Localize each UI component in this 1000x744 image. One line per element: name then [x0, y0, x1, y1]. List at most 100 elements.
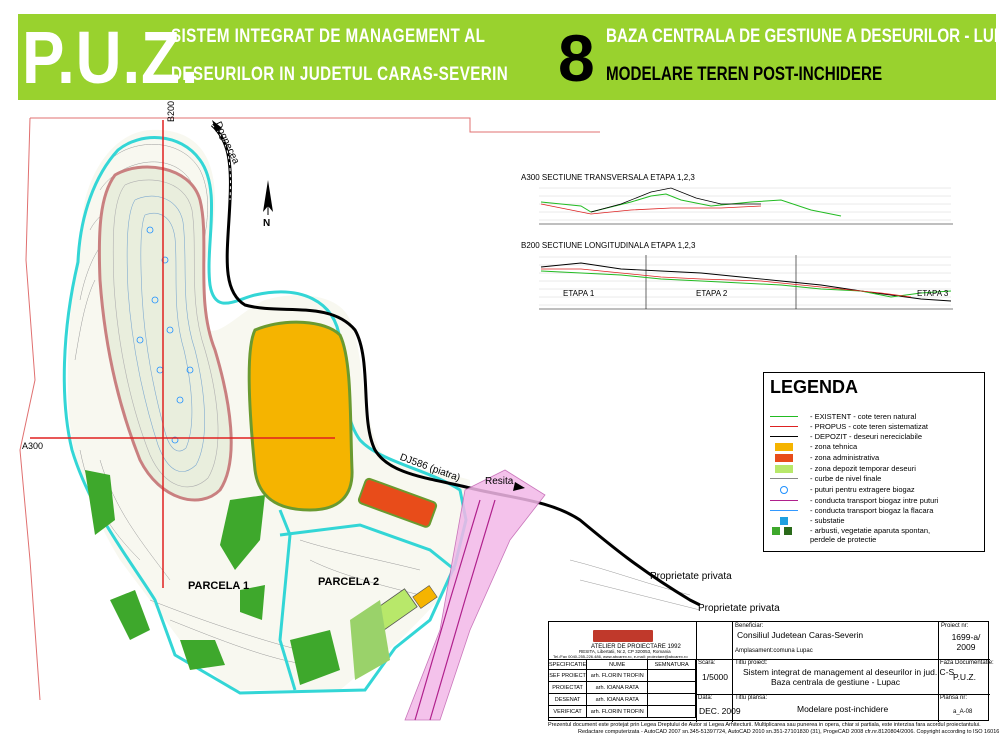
- legend-item-label: - DEPOZIT - deseuri nereciclabile: [810, 432, 922, 441]
- legend-item: perdele de protectie: [770, 534, 982, 546]
- role-cell: VERIFICAT: [547, 705, 588, 718]
- signature-cell: [647, 705, 696, 718]
- legend-item: - EXISTENT - cote teren natural: [770, 411, 982, 423]
- landfill-mound: [97, 165, 233, 502]
- signature-header-cell: NUME: [586, 659, 649, 670]
- puz-logo-text: P.U.Z.: [22, 16, 200, 99]
- banner-title-line4: MODELARE TEREN POST-INCHIDERE: [606, 64, 883, 85]
- titlu-plansa: Modelare post-inchidere: [797, 704, 889, 714]
- signature-header-cell: SEMNATURA: [647, 659, 696, 670]
- etapa-3-label: ETAPA 3: [917, 289, 949, 298]
- plansa-nr: a_A-08: [953, 709, 973, 715]
- label-resita: Resita: [485, 476, 514, 487]
- beneficiar-value: Consiliul Judetean Caras-Severin: [737, 630, 864, 640]
- legend-item-label: perdele de protectie: [810, 535, 877, 544]
- legend-item-label: - substatie: [810, 516, 845, 525]
- legend-line-icon: [770, 426, 798, 427]
- north-arrow-icon: [263, 180, 273, 215]
- legend-line-icon: [770, 500, 798, 501]
- section-b200-profile: [539, 255, 953, 310]
- property-boundary: [19, 117, 600, 701]
- legend-item-label: - puturi pentru extragere biogaz: [810, 485, 915, 494]
- firm-contact: Tel./Fax 0040-255-226.486, www.abcarex.r…: [553, 654, 688, 659]
- firm-address: RESITA, Libertatii, Nr.2, CP 320053, Rom…: [579, 649, 671, 654]
- biogas-pipe: [414, 499, 496, 721]
- legend-item-label: - zona administrativa: [810, 453, 880, 462]
- banner-title-line2: DESEURILOR IN JUDETUL CARAS-SEVERIN: [171, 64, 509, 85]
- section-a300-title: A300 SECTIUNE TRANSVERSALA ETAPA 1,2,3: [521, 173, 695, 182]
- dognecea-arrow-icon: [212, 120, 222, 132]
- legend-item: - substatie: [770, 515, 982, 527]
- section-lines: [30, 120, 335, 588]
- legend-item-label: - zona depozit temporar deseuri: [810, 464, 916, 473]
- section-a300-profile: [539, 187, 953, 225]
- firm-logo: [593, 630, 653, 642]
- role-cell: SEF PROIECT: [547, 669, 588, 682]
- sheet-number: 8: [558, 21, 595, 95]
- firm-name: ATELIER DE PROIECTARE 1992: [591, 644, 681, 650]
- footer-line1: Prezentul document este protejat prin Le…: [548, 722, 981, 728]
- legend-item-label: - conducta transport biogaz la flacara: [810, 506, 934, 515]
- signature-header-cell: SPECIFICATIE: [547, 659, 588, 670]
- data-value: DEC. 2009: [699, 706, 741, 716]
- name-cell: arh. IOANA RATA: [586, 681, 649, 694]
- site-plan-map: [19, 117, 701, 721]
- legend-item: - curbe de nivel finale: [770, 473, 982, 485]
- copyright-footer: Prezentul document este protejat prin Le…: [548, 722, 1000, 738]
- legend-line-icon: [770, 436, 798, 437]
- biogas-wells: [136, 226, 194, 444]
- name-cell: arh. IOANA RATA: [586, 693, 649, 706]
- name-cell: arh. FLORIN TROFIN: [586, 669, 649, 682]
- zona-administrativa: [357, 477, 438, 528]
- banner-title-line3: BAZA CENTRALA DE GESTIUNE A DESEURILOR -…: [606, 26, 1000, 47]
- legend-bushes-icon: [770, 527, 798, 535]
- legend-substation-icon: [780, 517, 788, 525]
- legend-item-label: - EXISTENT - cote teren natural: [810, 412, 917, 421]
- label-proprietate-2: Proprietate privata: [698, 603, 780, 614]
- legend-item-label: - arbusti, vegetatie aparuta spontan,: [810, 526, 931, 535]
- legend-item: - conducta transport biogaz intre puturi: [770, 495, 982, 507]
- legend-item-label: - PROPUS - cote teren sistematizat: [810, 422, 928, 431]
- zona-tehnica: [247, 320, 354, 512]
- faza-label: Faza Documentatie:: [940, 660, 994, 666]
- zona-tehnica-small: [412, 585, 438, 609]
- legend-item-label: - curbe de nivel finale: [810, 474, 882, 483]
- legend-item: - PROPUS - cote teren sistematizat: [770, 421, 982, 433]
- legend-item: - zona depozit temporar deseuri: [770, 463, 982, 475]
- proiect-nr: 1699-a/ 2009: [951, 632, 981, 652]
- label-proprietate-1: Proprietate privata: [650, 571, 732, 582]
- faza-value: P.U.Z.: [953, 672, 976, 682]
- legend-swatch-icon: [775, 465, 793, 473]
- legend-panel: LEGENDA - EXISTENT - cote teren natural-…: [763, 372, 985, 552]
- beneficiar-label: Beneficiar:: [735, 623, 764, 629]
- titlu-proiect-2: Baza centrala de gestiune - Lupac: [771, 677, 901, 687]
- etapa-1-label: ETAPA 1: [563, 289, 595, 298]
- legend-line-icon: [770, 416, 798, 417]
- label-b200: B200: [166, 100, 176, 122]
- proiect-nr-label: Proiect nr:: [941, 623, 969, 629]
- etapa-2-label: ETAPA 2: [696, 289, 728, 298]
- legend-item: - arbusti, vegetatie aparuta spontan,: [770, 525, 982, 537]
- legend-title: LEGENDA: [770, 377, 859, 397]
- scara-value: 1/5000: [702, 672, 728, 682]
- titlu-proiect-1: Sistem integrat de management al deseuri…: [743, 667, 955, 677]
- parcel-divider: [278, 509, 456, 691]
- signature-cell: [647, 681, 696, 694]
- legend-swatch-icon: [775, 443, 793, 451]
- dj586-road: [210, 123, 701, 607]
- legend-swatch-icon: [775, 454, 793, 462]
- role-cell: PROIECTAT: [547, 681, 588, 694]
- footer-line2: Redactare computerizata - AutoCAD 2007 s…: [578, 729, 1000, 735]
- label-a300: A300: [22, 441, 44, 451]
- label-parcela-2: PARCELA 2: [318, 576, 380, 588]
- data-label: Data:: [698, 695, 713, 701]
- vegetation-light: [350, 600, 390, 680]
- title-banner: P.U.Z. SISTEM INTEGRAT DE MANAGEMENT AL …: [18, 14, 1000, 100]
- pink-corridor: [404, 469, 546, 721]
- role-cell: DESENAT: [547, 693, 588, 706]
- signature-cell: [647, 693, 696, 706]
